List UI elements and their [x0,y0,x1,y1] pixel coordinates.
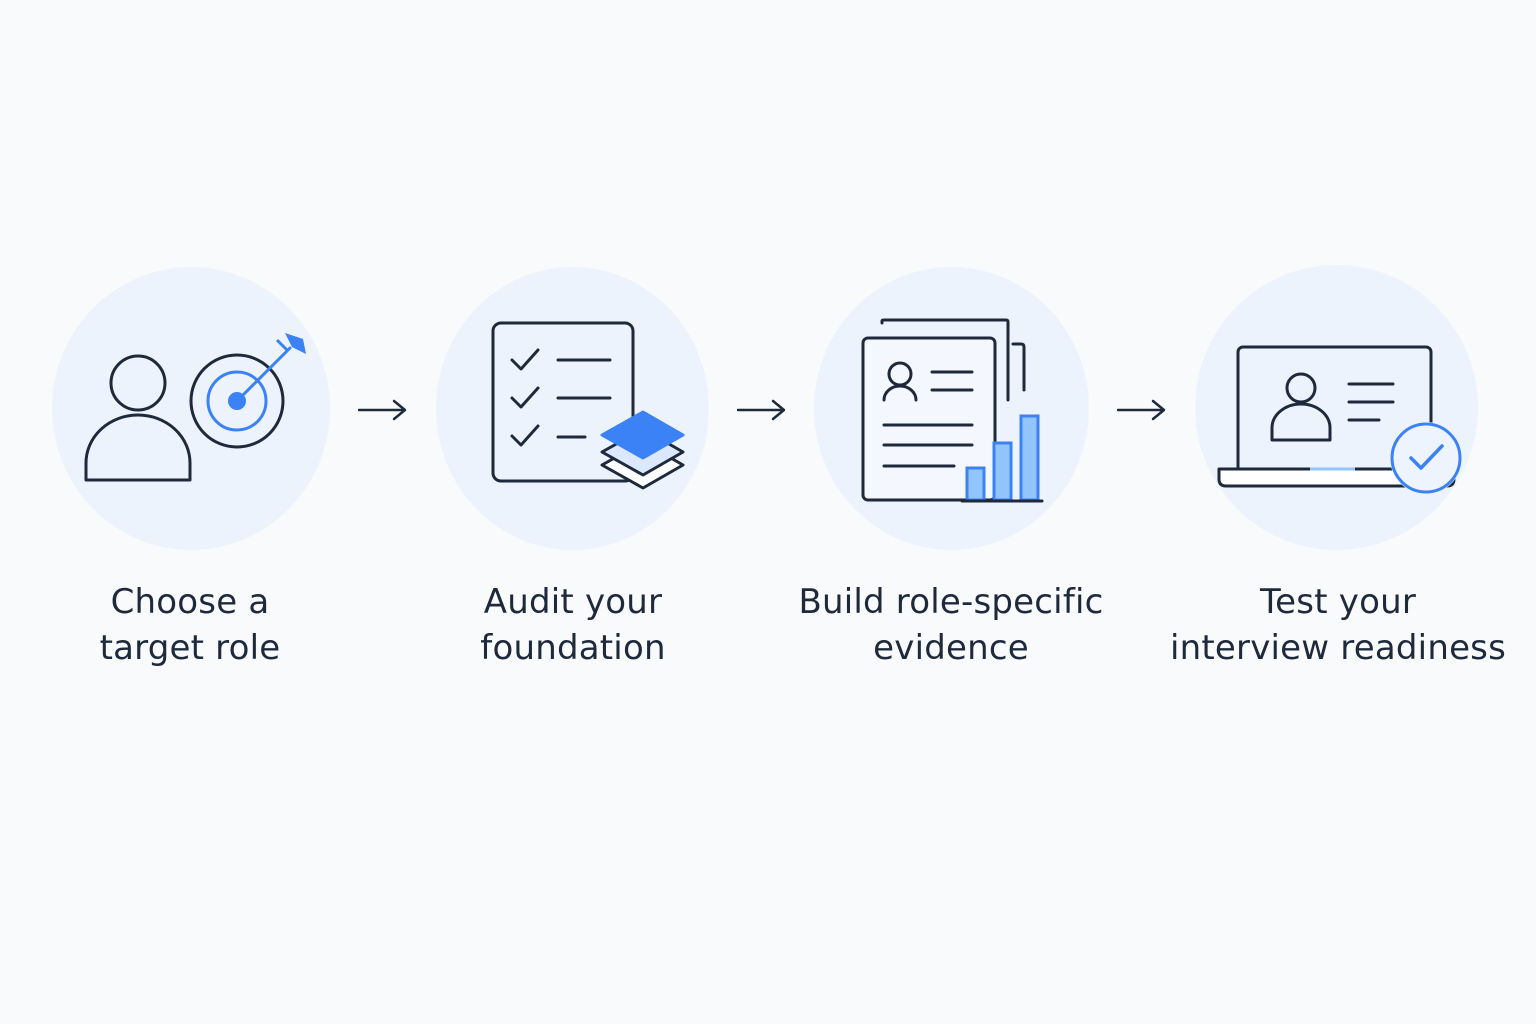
checklist-layers-icon [490,320,690,510]
person-target-icon [80,325,310,490]
step-3-label-line1: Build role-specific [798,582,1104,622]
step-3-label-line2: evidence [873,628,1029,668]
step-2-label-line2: foundation [480,628,666,668]
step-4-label-line2: interview readiness [1169,628,1507,668]
step-1-label-line2: target role [99,628,281,668]
step-1-label-line1: Choose a [110,582,270,622]
arrow-right-icon [357,397,408,427]
arrow-right-icon [1116,397,1167,427]
step-4-label: Test your interview readiness [1148,579,1528,671]
resume-chart-icon [858,318,1048,508]
step-4-label-line1: Test your [1259,582,1416,622]
step-2-label-line1: Audit your [483,582,663,622]
step-1-label: Choose a target role [0,579,380,671]
laptop-check-icon [1215,342,1470,502]
step-3-label: Build role-specific evidence [761,579,1141,671]
arrow-right-icon [736,397,787,427]
step-2-circle [436,267,709,550]
step-2-label: Audit your foundation [383,579,763,671]
